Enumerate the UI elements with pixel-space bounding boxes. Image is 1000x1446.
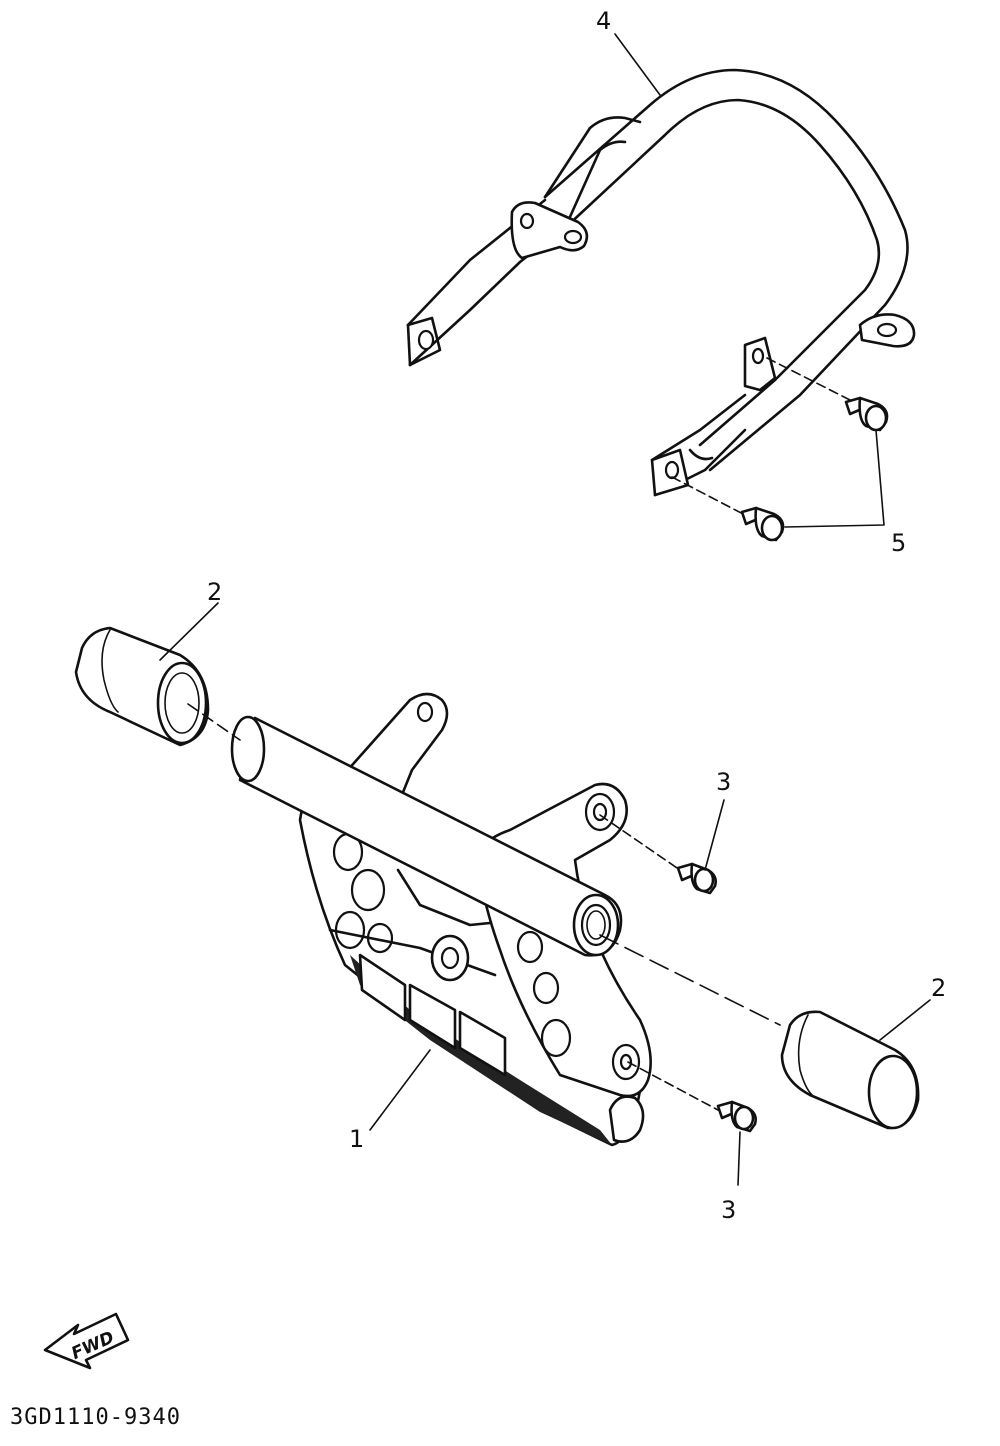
bolt-part-5-upper [766, 357, 889, 432]
frame-bracket [230, 692, 652, 1147]
bolt-part-3-lower [627, 1061, 757, 1186]
callout-part-4: 4 [596, 7, 611, 35]
end-cap-part-2-left [74, 626, 241, 747]
callout-part-2-right: 2 [931, 974, 946, 1002]
leader-lines [159, 33, 931, 1131]
callout-part-1: 1 [349, 1125, 364, 1153]
grab-bar [406, 68, 916, 497]
callout-part-2-left: 2 [207, 578, 222, 606]
callout-part-3-upper: 3 [716, 768, 731, 796]
diagram-code: 3GD1110-9340 [10, 1405, 181, 1430]
bolt-part-5-lower [671, 476, 785, 542]
leader-part-5 [784, 429, 885, 528]
callout-part-3-lower: 3 [721, 1196, 736, 1224]
bolt-part-3-upper [599, 799, 725, 895]
end-cap-part-2-right [599, 934, 920, 1130]
callout-part-5: 5 [891, 529, 906, 557]
forward-arrow-icon: FWD [43, 1312, 130, 1370]
